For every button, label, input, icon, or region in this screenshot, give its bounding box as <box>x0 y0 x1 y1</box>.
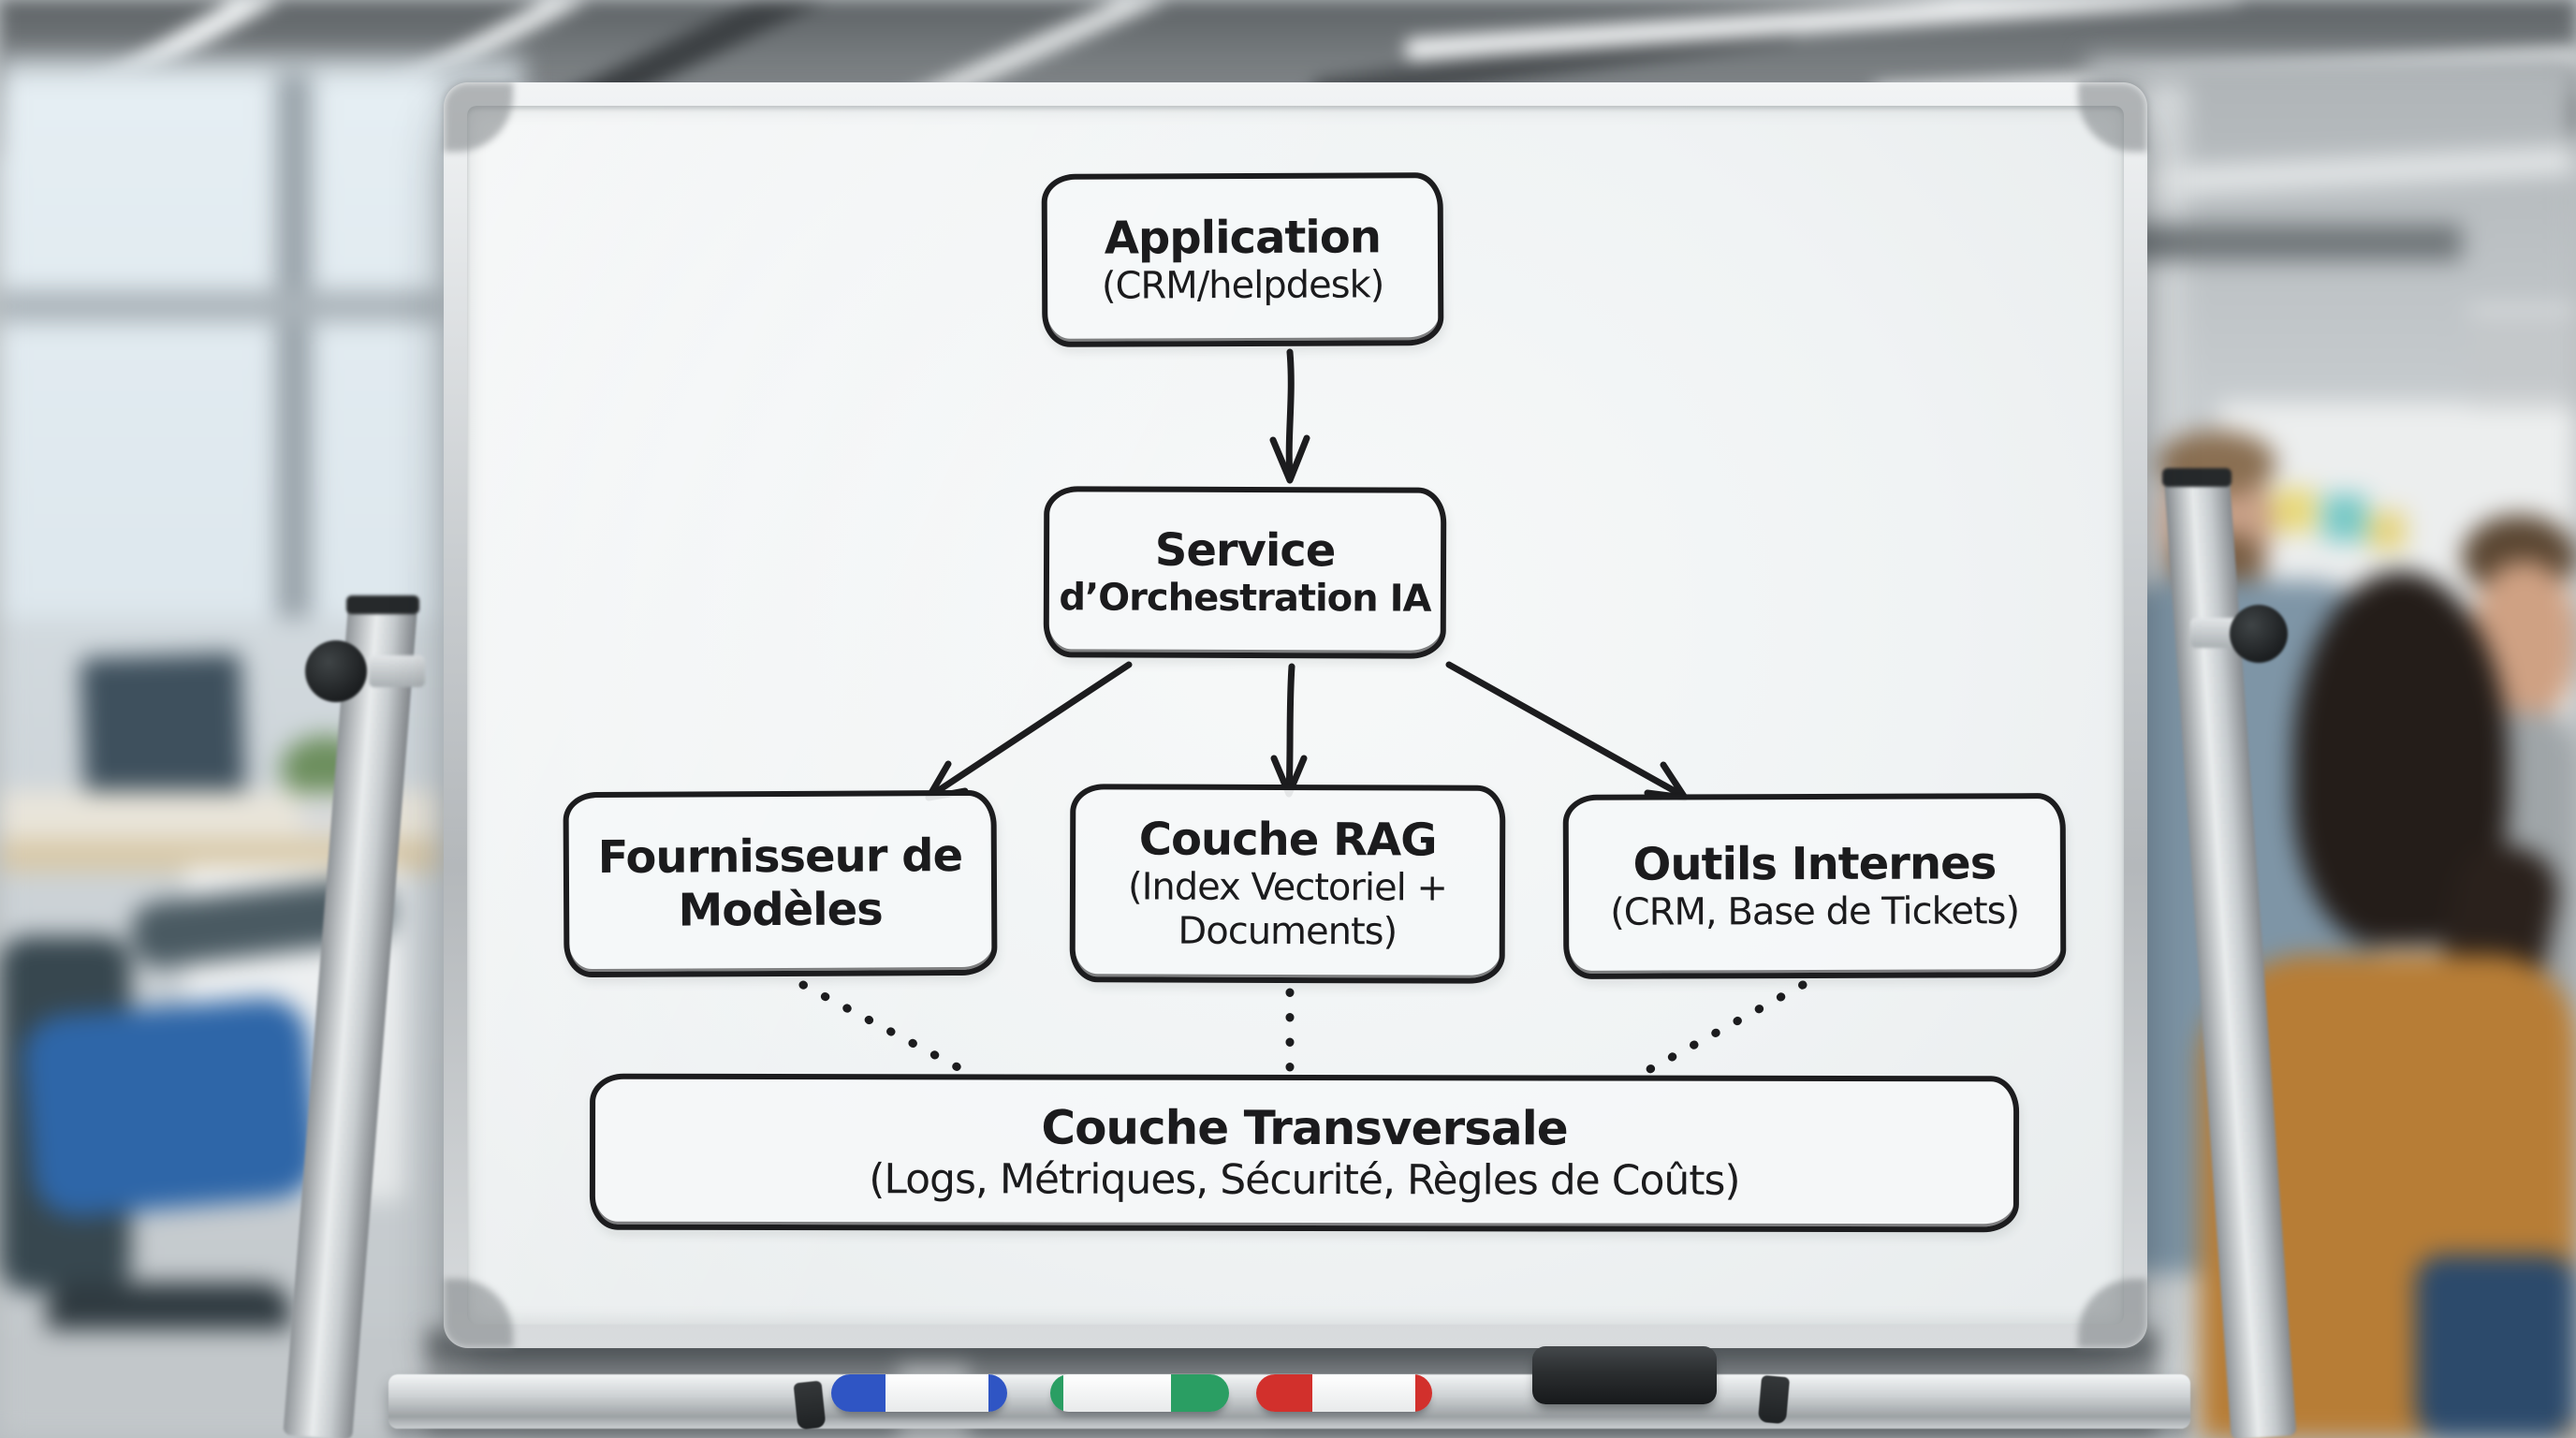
marker-tail <box>1050 1374 1063 1412</box>
marker-body <box>886 1374 988 1412</box>
node-title: Couche RAG <box>1138 812 1437 867</box>
marker-tail <box>988 1374 1007 1412</box>
marker-cap <box>831 1374 886 1412</box>
chair-back-right <box>2415 1255 2576 1438</box>
node-outils-internes: Outils Internes (CRM, Base de Tickets) <box>1562 793 2067 979</box>
node-application: Application (CRM/helpdesk) <box>1041 172 1444 347</box>
sticky-note-yellow <box>2368 511 2406 550</box>
stand-knob-left <box>305 640 367 702</box>
office-right-background <box>2087 56 2576 1438</box>
monitor <box>80 653 246 812</box>
node-couche-transversale: Couche Transversale (Logs, Métriques, Sé… <box>589 1073 2020 1233</box>
blue-marker <box>831 1374 1007 1412</box>
office-left-background <box>0 56 524 1438</box>
window-mullion <box>276 75 312 618</box>
node-title: Fournisseur de Modèles <box>597 829 963 937</box>
node-title: Service <box>1154 523 1336 577</box>
node-title: Outils Internes <box>1632 836 1997 891</box>
marker-cap <box>1171 1374 1229 1412</box>
node-subtitle: (CRM, Base de Tickets) <box>1610 889 2020 934</box>
sticky-note-teal <box>2323 494 2366 541</box>
node-service-orchestration: Service d’Orchestration IA <box>1043 486 1447 659</box>
stand-post-right-cap <box>2162 468 2232 487</box>
node-subtitle: (Logs, Métriques, Sécurité, Règles de Co… <box>869 1155 1740 1205</box>
node-subtitle: (CRM/helpdesk) <box>1101 263 1384 308</box>
marker-cap <box>1256 1374 1312 1412</box>
whiteboard-eraser <box>1532 1346 1717 1404</box>
node-title: Application <box>1104 210 1382 265</box>
tray-bracket-right <box>1757 1374 1791 1425</box>
office-chair-seat <box>20 994 322 1220</box>
marker-body <box>1312 1374 1415 1412</box>
marker-tail <box>1415 1374 1432 1412</box>
window-left <box>0 75 440 618</box>
window-mullion <box>0 290 440 322</box>
green-marker <box>1050 1374 1229 1412</box>
tray-bracket-left <box>793 1380 827 1431</box>
marker-body <box>1063 1374 1171 1412</box>
wall-beam <box>2087 225 2462 260</box>
wall-streak <box>2143 147 2575 196</box>
node-title: Couche Transversale <box>1041 1100 1568 1156</box>
stand-post-left-cap <box>346 595 419 614</box>
red-marker <box>1256 1374 1432 1412</box>
node-subtitle: d’Orchestration IA <box>1059 576 1431 621</box>
sticky-note-yellow <box>2273 489 2316 532</box>
stand-knob-right <box>2230 605 2288 663</box>
ceiling-light <box>1404 0 2247 62</box>
node-fournisseur-modeles: Fournisseur de Modèles <box>563 789 998 978</box>
node-couche-rag: Couche RAG (Index Vectoriel + Documents) <box>1069 784 1506 984</box>
stand-clamp-left <box>369 655 425 687</box>
node-subtitle: (Index Vectoriel + Documents) <box>1127 865 1448 954</box>
